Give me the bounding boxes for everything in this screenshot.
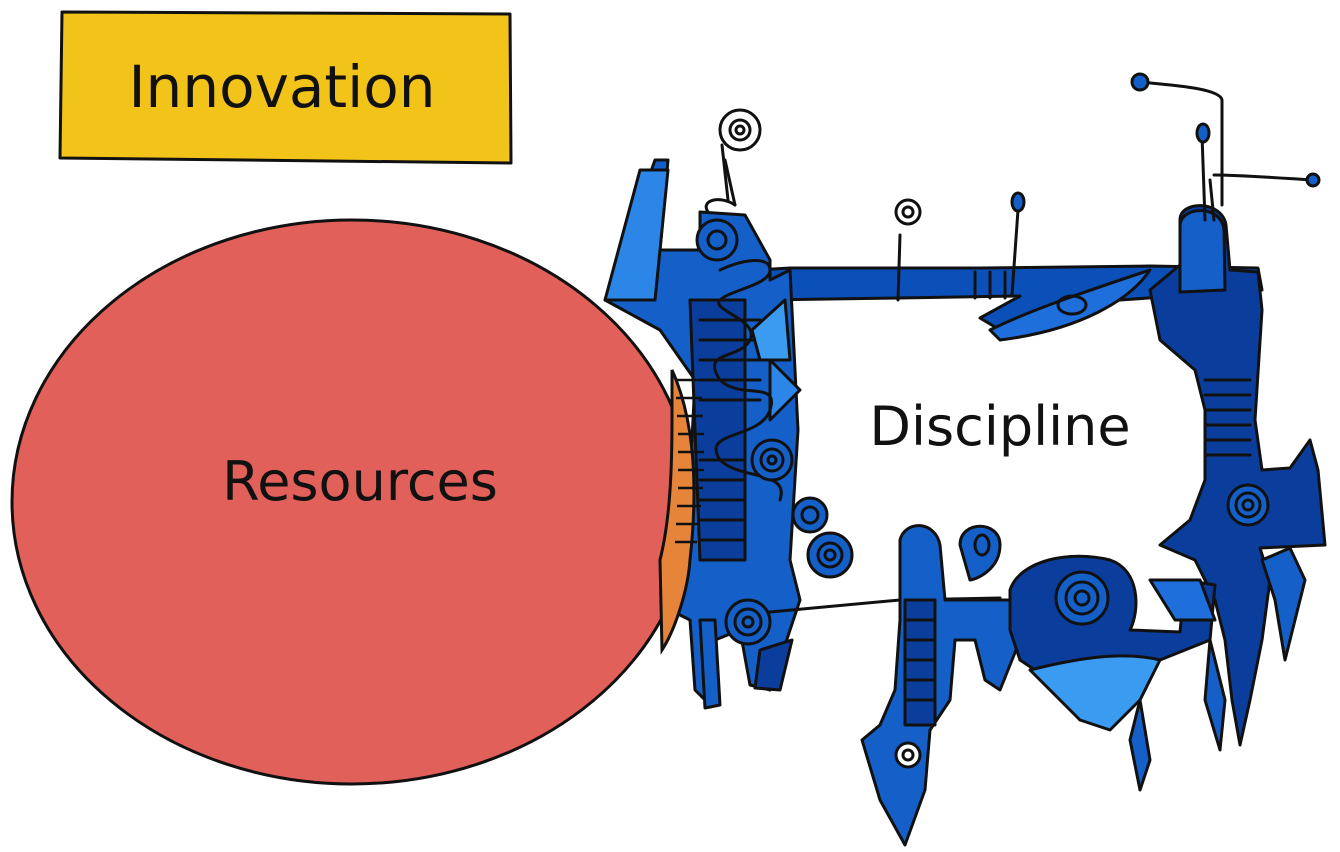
title-text: Innovation	[128, 53, 435, 121]
resources-circle: Resources	[10, 218, 704, 786]
resources-label: Resources	[222, 450, 498, 513]
title-box: Innovation	[58, 10, 513, 165]
discipline-frame	[603, 72, 1327, 847]
discipline-label: Discipline	[869, 395, 1130, 458]
